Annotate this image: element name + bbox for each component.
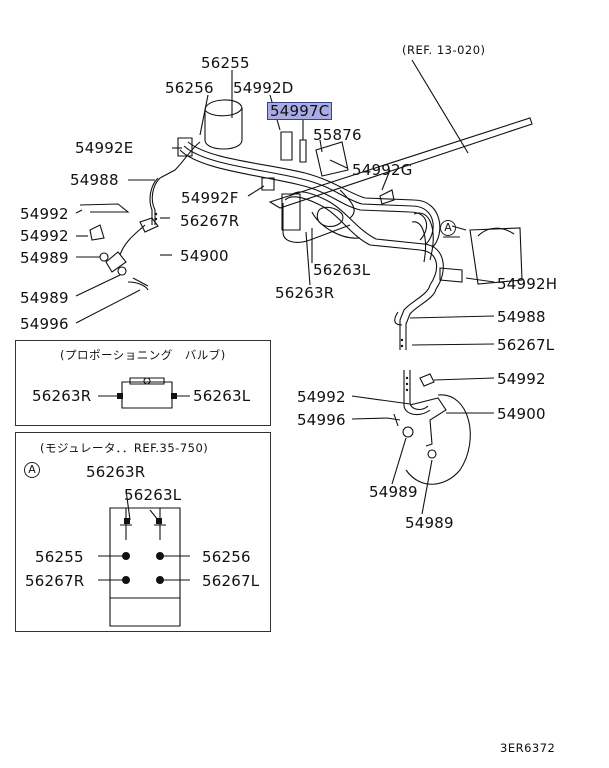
brake-pipe-long: [268, 117, 533, 209]
part-56255[interactable]: 56255: [201, 54, 250, 72]
inset-mod-56267r[interactable]: 56267R: [25, 572, 85, 590]
part-56263l[interactable]: 56263L: [313, 261, 371, 279]
inset-mod-56263r[interactable]: 56263R: [86, 463, 146, 481]
part-56256[interactable]: 56256: [165, 79, 214, 97]
inset-modulator-title: (モジュレータ．．REF.35-750): [40, 441, 209, 455]
part-54992h[interactable]: 54992H: [497, 275, 558, 293]
part-54989-right2[interactable]: 54989: [405, 514, 454, 532]
ref-leader-line: [411, 59, 469, 154]
part-56267r[interactable]: 56267R: [180, 212, 240, 230]
part-54992-right[interactable]: 54992: [497, 370, 546, 388]
part-56267l[interactable]: 56267L: [497, 336, 555, 354]
part-54992g[interactable]: 54992G: [352, 161, 413, 179]
part-54992-right2[interactable]: 54992: [297, 388, 346, 406]
part-54996-right[interactable]: 54996: [297, 411, 346, 429]
part-54989-right[interactable]: 54989: [369, 483, 418, 501]
part-54989-left[interactable]: 54989: [20, 249, 69, 267]
part-54988-left[interactable]: 54988: [70, 171, 119, 189]
inset-mod-56263l[interactable]: 56263L: [124, 486, 182, 504]
part-54992-left2[interactable]: 54992: [20, 227, 69, 245]
inset-modulator: [15, 432, 271, 632]
part-54992f[interactable]: 54992F: [181, 189, 239, 207]
part-54997c-highlighted[interactable]: 54997C: [267, 102, 333, 120]
diagram-code: 3ER6372: [500, 741, 556, 755]
part-54992d[interactable]: 54992D: [233, 79, 294, 97]
part-54900-left[interactable]: 54900: [180, 247, 229, 265]
callout-a-marker[interactable]: A: [440, 220, 456, 236]
part-54996-left[interactable]: 54996: [20, 315, 69, 333]
part-54992-left[interactable]: 54992: [20, 205, 69, 223]
part-54989-left2[interactable]: 54989: [20, 289, 69, 307]
inset-proportioning-valve: [15, 340, 271, 426]
part-54992e[interactable]: 54992E: [75, 139, 134, 157]
ref-label[interactable]: (REF. 13-020): [402, 43, 486, 57]
inset-valve-title: (プロポーショニング バルブ): [60, 348, 226, 362]
inset-mod-56256[interactable]: 56256: [202, 548, 251, 566]
part-54988-right[interactable]: 54988: [497, 308, 546, 326]
part-56263r[interactable]: 56263R: [275, 284, 335, 302]
inset-mod-56255[interactable]: 56255: [35, 548, 84, 566]
inset-mod-56267l[interactable]: 56267L: [202, 572, 260, 590]
part-55876[interactable]: 55876: [313, 126, 362, 144]
inset-a-marker: A: [24, 462, 40, 478]
inset-valve-56263l[interactable]: 56263L: [193, 387, 251, 405]
part-54900-right[interactable]: 54900: [497, 405, 546, 423]
inset-valve-56263r[interactable]: 56263R: [32, 387, 92, 405]
